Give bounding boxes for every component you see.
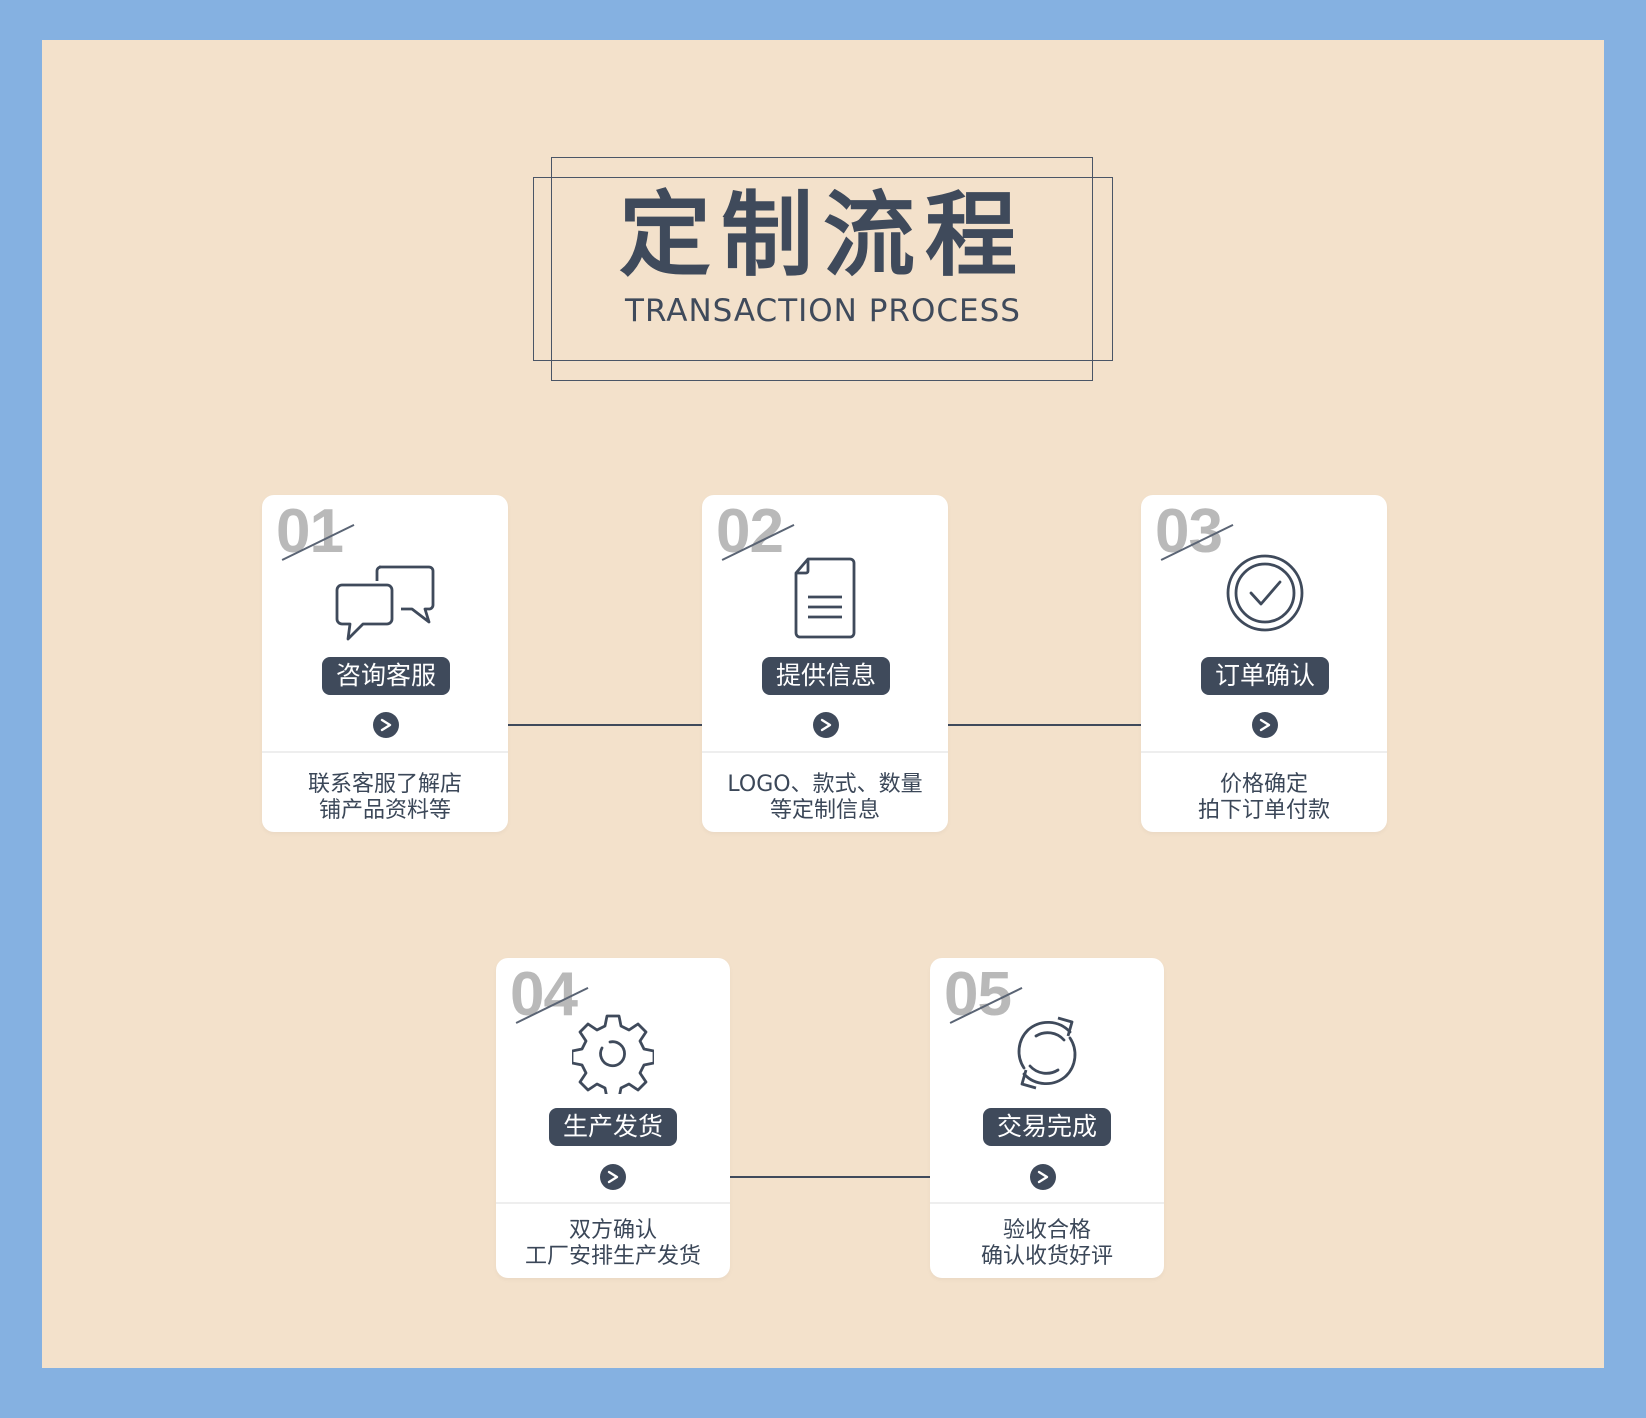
check-circle-icon bbox=[1226, 554, 1304, 632]
step-label-badge: 咨询客服 bbox=[321, 657, 451, 695]
step-description-line2: 工厂安排生产发货 bbox=[524, 1244, 701, 1269]
document-icon bbox=[794, 557, 856, 639]
step-label-badge: 提供信息 bbox=[761, 657, 891, 695]
step-arrow-dot-5 bbox=[1030, 1164, 1056, 1190]
step-card-1: 01 咨询客服 联系客服了解店 铺产品资料等 bbox=[262, 495, 508, 832]
step-card-4: 04 生产发货 双方确认 工厂安排生产发货 bbox=[496, 958, 730, 1278]
step-card-5: 05 交易完成 验收合格 确认收货好评 bbox=[930, 958, 1164, 1278]
chevron-right-icon bbox=[1259, 718, 1271, 732]
card-divider bbox=[1141, 751, 1387, 753]
step-description: 价格确定 拍下订单付款 bbox=[1141, 772, 1387, 824]
chevron-right-icon bbox=[820, 718, 832, 732]
step-description: 联系客服了解店 铺产品资料等 bbox=[262, 772, 508, 824]
gear-icon bbox=[572, 1014, 654, 1094]
step-description-line1: LOGO、款式、数量 bbox=[727, 772, 923, 797]
refresh-icon bbox=[1017, 1016, 1077, 1090]
step-description-line1: 双方确认 bbox=[568, 1218, 657, 1243]
step-card-2: 02 提供信息 LOGO、款式、数量 等定制信息 bbox=[702, 495, 948, 832]
step-description-line1: 验收合格 bbox=[1002, 1218, 1091, 1243]
step-description: LOGO、款式、数量 等定制信息 bbox=[702, 772, 948, 824]
step-description: 验收合格 确认收货好评 bbox=[930, 1218, 1164, 1270]
step-description-line2: 确认收货好评 bbox=[980, 1244, 1113, 1269]
title-frame-inner bbox=[533, 177, 1113, 361]
step-number: 05 bbox=[944, 960, 1012, 1029]
page-subtitle: TRANSACTION PROCESS bbox=[625, 293, 1021, 329]
step-number: 03 bbox=[1155, 497, 1223, 566]
chevron-right-icon bbox=[1037, 1170, 1049, 1184]
chevron-right-icon bbox=[607, 1170, 619, 1184]
step-label-badge: 订单确认 bbox=[1200, 657, 1330, 695]
card-divider bbox=[930, 1202, 1164, 1204]
step-description: 双方确认 工厂安排生产发货 bbox=[496, 1218, 730, 1270]
title-frame-outer bbox=[551, 157, 1093, 381]
page-title: 定制流程 bbox=[618, 182, 1027, 289]
step-number: 04 bbox=[510, 960, 578, 1029]
step-arrow-dot-2 bbox=[813, 712, 839, 738]
step-arrow-dot-4 bbox=[600, 1164, 626, 1190]
step-arrow-dot-3 bbox=[1252, 712, 1278, 738]
step-label-badge: 生产发货 bbox=[548, 1108, 678, 1146]
step-description-line2: 拍下订单付款 bbox=[1197, 798, 1330, 823]
card-divider bbox=[496, 1202, 730, 1204]
step-number: 02 bbox=[716, 497, 784, 566]
step-description-line1: 价格确定 bbox=[1219, 772, 1308, 797]
step-description-line2: 铺产品资料等 bbox=[318, 798, 451, 823]
background-panel: 定制流程 TRANSACTION PROCESS 01 咨询客服 联系客服了解店… bbox=[42, 40, 1604, 1368]
step-card-3: 03 订单确认 价格确定 拍下订单付款 bbox=[1141, 495, 1387, 832]
chevron-right-icon bbox=[380, 718, 392, 732]
step-number: 01 bbox=[276, 497, 344, 566]
step-description-line2: 等定制信息 bbox=[769, 798, 880, 823]
connector-line-row2 bbox=[613, 1176, 1043, 1178]
card-divider bbox=[262, 751, 508, 753]
step-description-line1: 联系客服了解店 bbox=[307, 772, 462, 797]
card-divider bbox=[702, 751, 948, 753]
step-arrow-dot-1 bbox=[373, 712, 399, 738]
step-label-badge: 交易完成 bbox=[982, 1108, 1112, 1146]
chat-bubbles-icon bbox=[335, 565, 435, 641]
